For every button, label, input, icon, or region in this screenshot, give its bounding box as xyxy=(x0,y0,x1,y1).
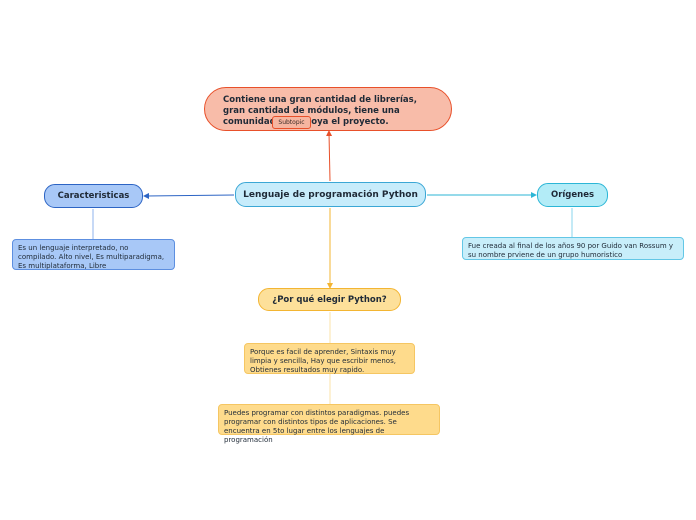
note-origenes[interactable]: Fue creada al final de los años 90 por G… xyxy=(462,237,684,260)
note-caracteristicas[interactable]: Es un lenguaje interpretado, no compilad… xyxy=(12,239,175,270)
connector-central-top xyxy=(326,130,333,182)
subtopic-tag[interactable]: Subtopic xyxy=(272,116,311,129)
note-por-que-2[interactable]: Puedes programar con distintos paradigma… xyxy=(218,404,440,444)
subtopic-libraries[interactable]: Contiene una gran cantidad de librerías,… xyxy=(204,87,452,131)
connector-central-left xyxy=(143,192,235,199)
subtopic-libraries-text: Contiene una gran cantidad de librerías,… xyxy=(223,95,417,127)
note-por-que-1[interactable]: Porque es facil de aprender, Sintaxis mu… xyxy=(244,343,415,374)
central-topic[interactable]: Lenguaje de programación Python xyxy=(235,182,426,207)
topic-origenes[interactable]: Orígenes xyxy=(537,183,608,207)
topic-caracteristicas[interactable]: Caracteristicas xyxy=(44,184,143,208)
topic-por-que-python[interactable]: ¿Por qué elegir Python? xyxy=(258,288,401,311)
